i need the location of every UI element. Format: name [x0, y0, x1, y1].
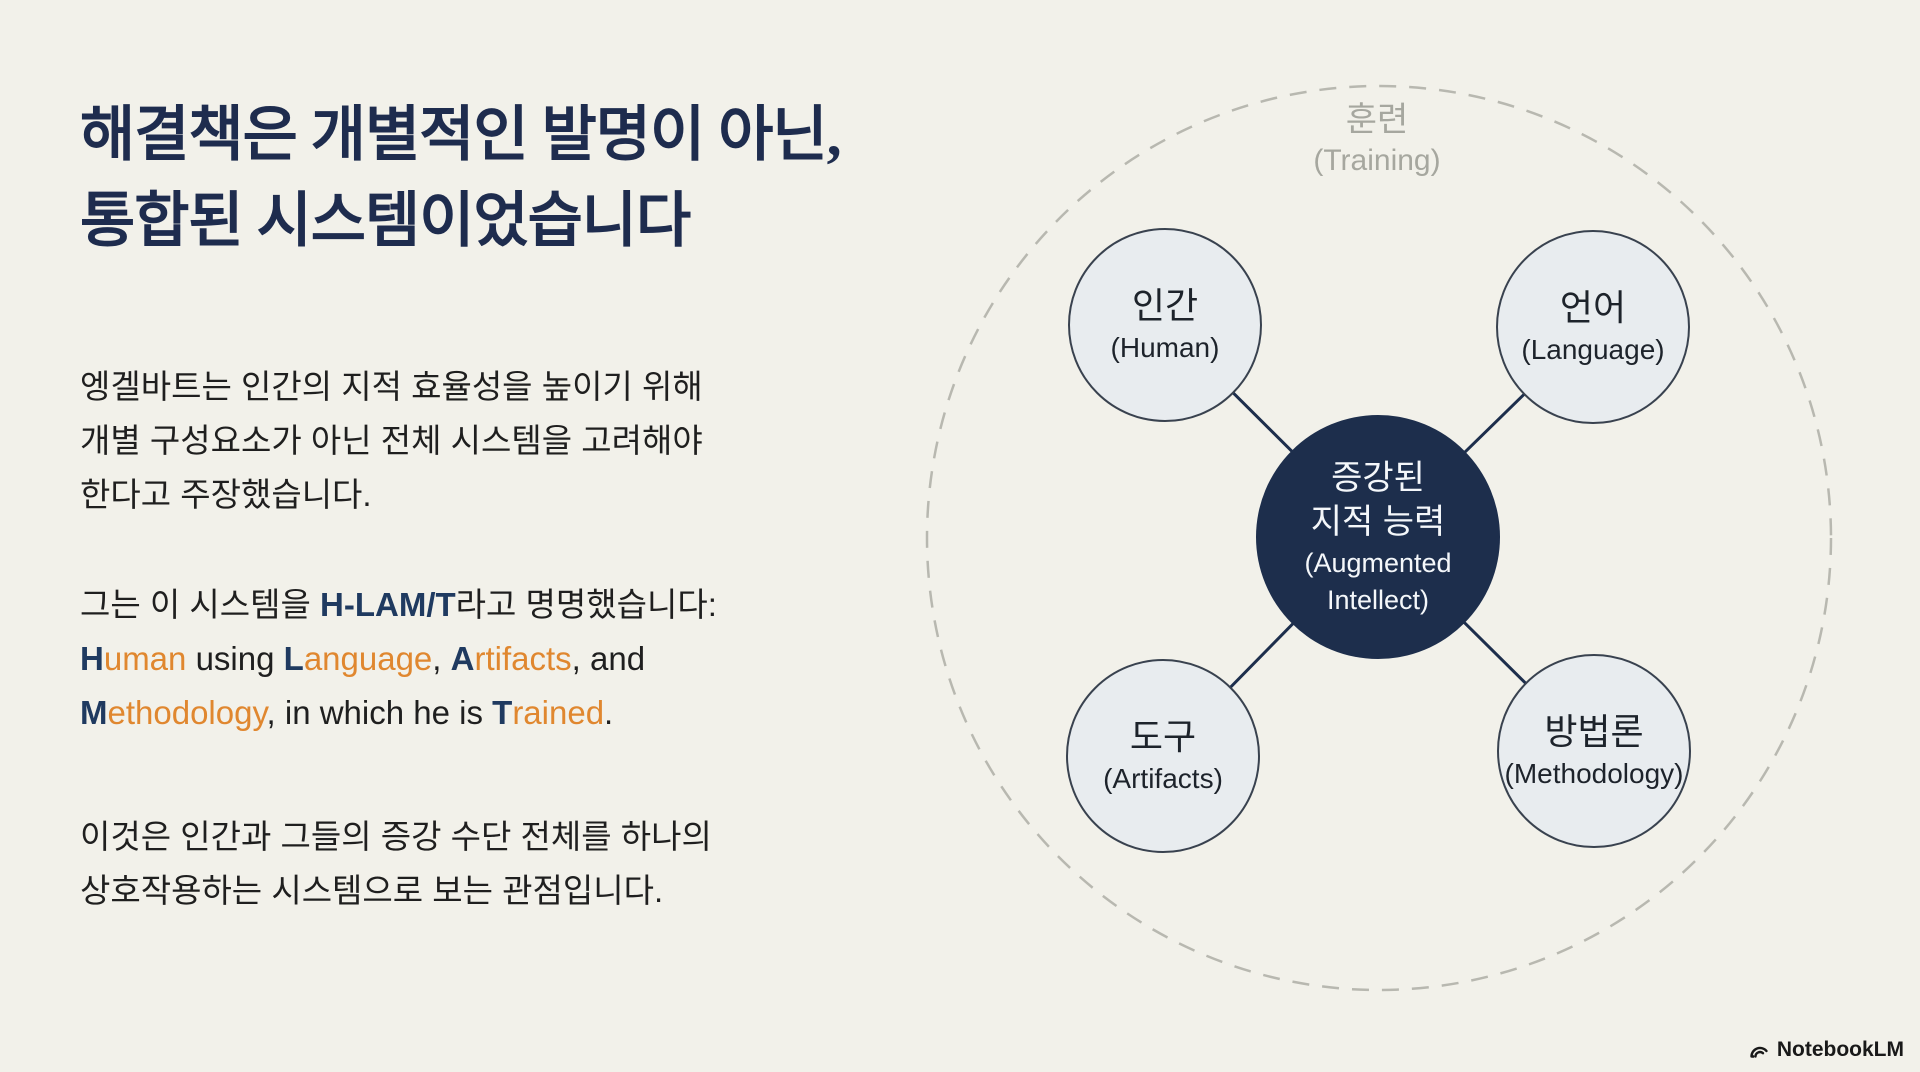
paragraph-line: 한다고 주장했습니다. — [80, 476, 372, 514]
title-line-1: 해결책은 개별적인 발명이 아닌, — [80, 102, 842, 169]
segment: rtifacts — [474, 640, 572, 678]
node-language-ko: 언어 — [1559, 287, 1627, 328]
hlamt-acronym: H-LAM/T — [320, 586, 456, 624]
segment: anguage — [303, 640, 433, 678]
segment: M — [80, 694, 108, 732]
segment: T — [492, 694, 513, 732]
paragraph-line: 상호작용하는 시스템으로 보는 관점입니다. — [80, 872, 664, 910]
center-node-en-line-2: Intellect) — [1326, 585, 1430, 615]
page-title: 해결책은 개별적인 발명이 아닌, 통합된 시스템이었습니다 — [80, 92, 1020, 264]
node-artifacts-en: (Artifacts) — [1103, 763, 1223, 794]
node-methodology-en: (Methodology) — [1504, 758, 1684, 789]
center-node-ko-line-2: 지적 능력 — [1310, 503, 1446, 541]
naming-suffix: 라고 명명했습니다: — [455, 586, 717, 624]
training-label-en: (Training) — [1313, 144, 1441, 177]
naming-prefix: 그는 이 시스템을 — [80, 586, 321, 624]
paragraph-viewpoint: 이것은 인간과 그들의 증강 수단 전체를 하나의 상호작용하는 시스템으로 보… — [80, 810, 1020, 918]
title-line-2: 통합된 시스템이었습니다 — [80, 188, 691, 255]
node-methodology-ko: 방법론 — [1544, 711, 1644, 752]
paragraph-hlamt: 그는 이 시스템을 H-LAM/T라고 명명했습니다: Human using … — [80, 578, 1020, 740]
node-human: 인간 (Human) — [1068, 228, 1262, 422]
paragraph-engelbart: 엥겔바트는 인간의 지적 효율성을 높이기 위해 개별 구성요소가 아닌 전체 … — [80, 360, 1020, 522]
notebooklm-logo-icon — [1747, 1038, 1771, 1062]
center-node-ko-line-1: 증강된 — [1331, 459, 1425, 497]
segment: H — [80, 640, 104, 678]
segment: uman — [103, 640, 187, 678]
segment: . — [604, 694, 614, 732]
segment: ethodology — [107, 694, 267, 732]
segment: , — [432, 640, 451, 678]
naming-line: 그는 이 시스템을 H-LAM/T라고 명명했습니다: — [80, 578, 1020, 632]
notebooklm-watermark: NotebookLM — [1747, 1038, 1904, 1062]
training-ring-label: 훈련 (Training) — [1227, 98, 1527, 180]
hlamt-expansion-line-1: Human using Language, Artifacts, and — [80, 632, 1020, 686]
segment: rained — [512, 694, 605, 732]
node-language: 언어 (Language) — [1496, 230, 1690, 424]
segment: L — [283, 640, 304, 678]
node-augmented-intellect: 증강된 지적 능력 (Augmented Intellect) — [1256, 415, 1500, 659]
training-label-ko: 훈련 — [1345, 101, 1409, 139]
node-language-en: (Language) — [1521, 334, 1665, 365]
center-node-en-line-1: (Augmented — [1304, 548, 1452, 578]
paragraph-line: 개별 구성요소가 아닌 전체 시스템을 고려해야 — [80, 422, 703, 460]
hlamt-expansion-line-2: Methodology, in which he is Trained. — [80, 686, 1020, 740]
node-human-ko: 인간 — [1131, 285, 1199, 326]
paragraph-line: 이것은 인간과 그들의 증강 수단 전체를 하나의 — [80, 818, 712, 856]
node-methodology: 방법론 (Methodology) — [1497, 654, 1691, 848]
notebooklm-label: NotebookLM — [1776, 1038, 1904, 1061]
node-artifacts-ko: 도구 — [1129, 716, 1197, 757]
segment: , in which he is — [266, 694, 493, 732]
node-artifacts: 도구 (Artifacts) — [1066, 659, 1260, 853]
node-human-en: (Human) — [1110, 332, 1220, 363]
training-dashed-ring — [925, 84, 1833, 992]
text-column: 해결책은 개별적인 발명이 아닌, 통합된 시스템이었습니다 엥겔바트는 인간의… — [80, 52, 1020, 951]
segment: , and — [571, 640, 646, 678]
segment: A — [450, 640, 475, 678]
segment: using — [186, 640, 284, 678]
paragraph-line: 엥겔바트는 인간의 지적 효율성을 높이기 위해 — [80, 368, 703, 406]
